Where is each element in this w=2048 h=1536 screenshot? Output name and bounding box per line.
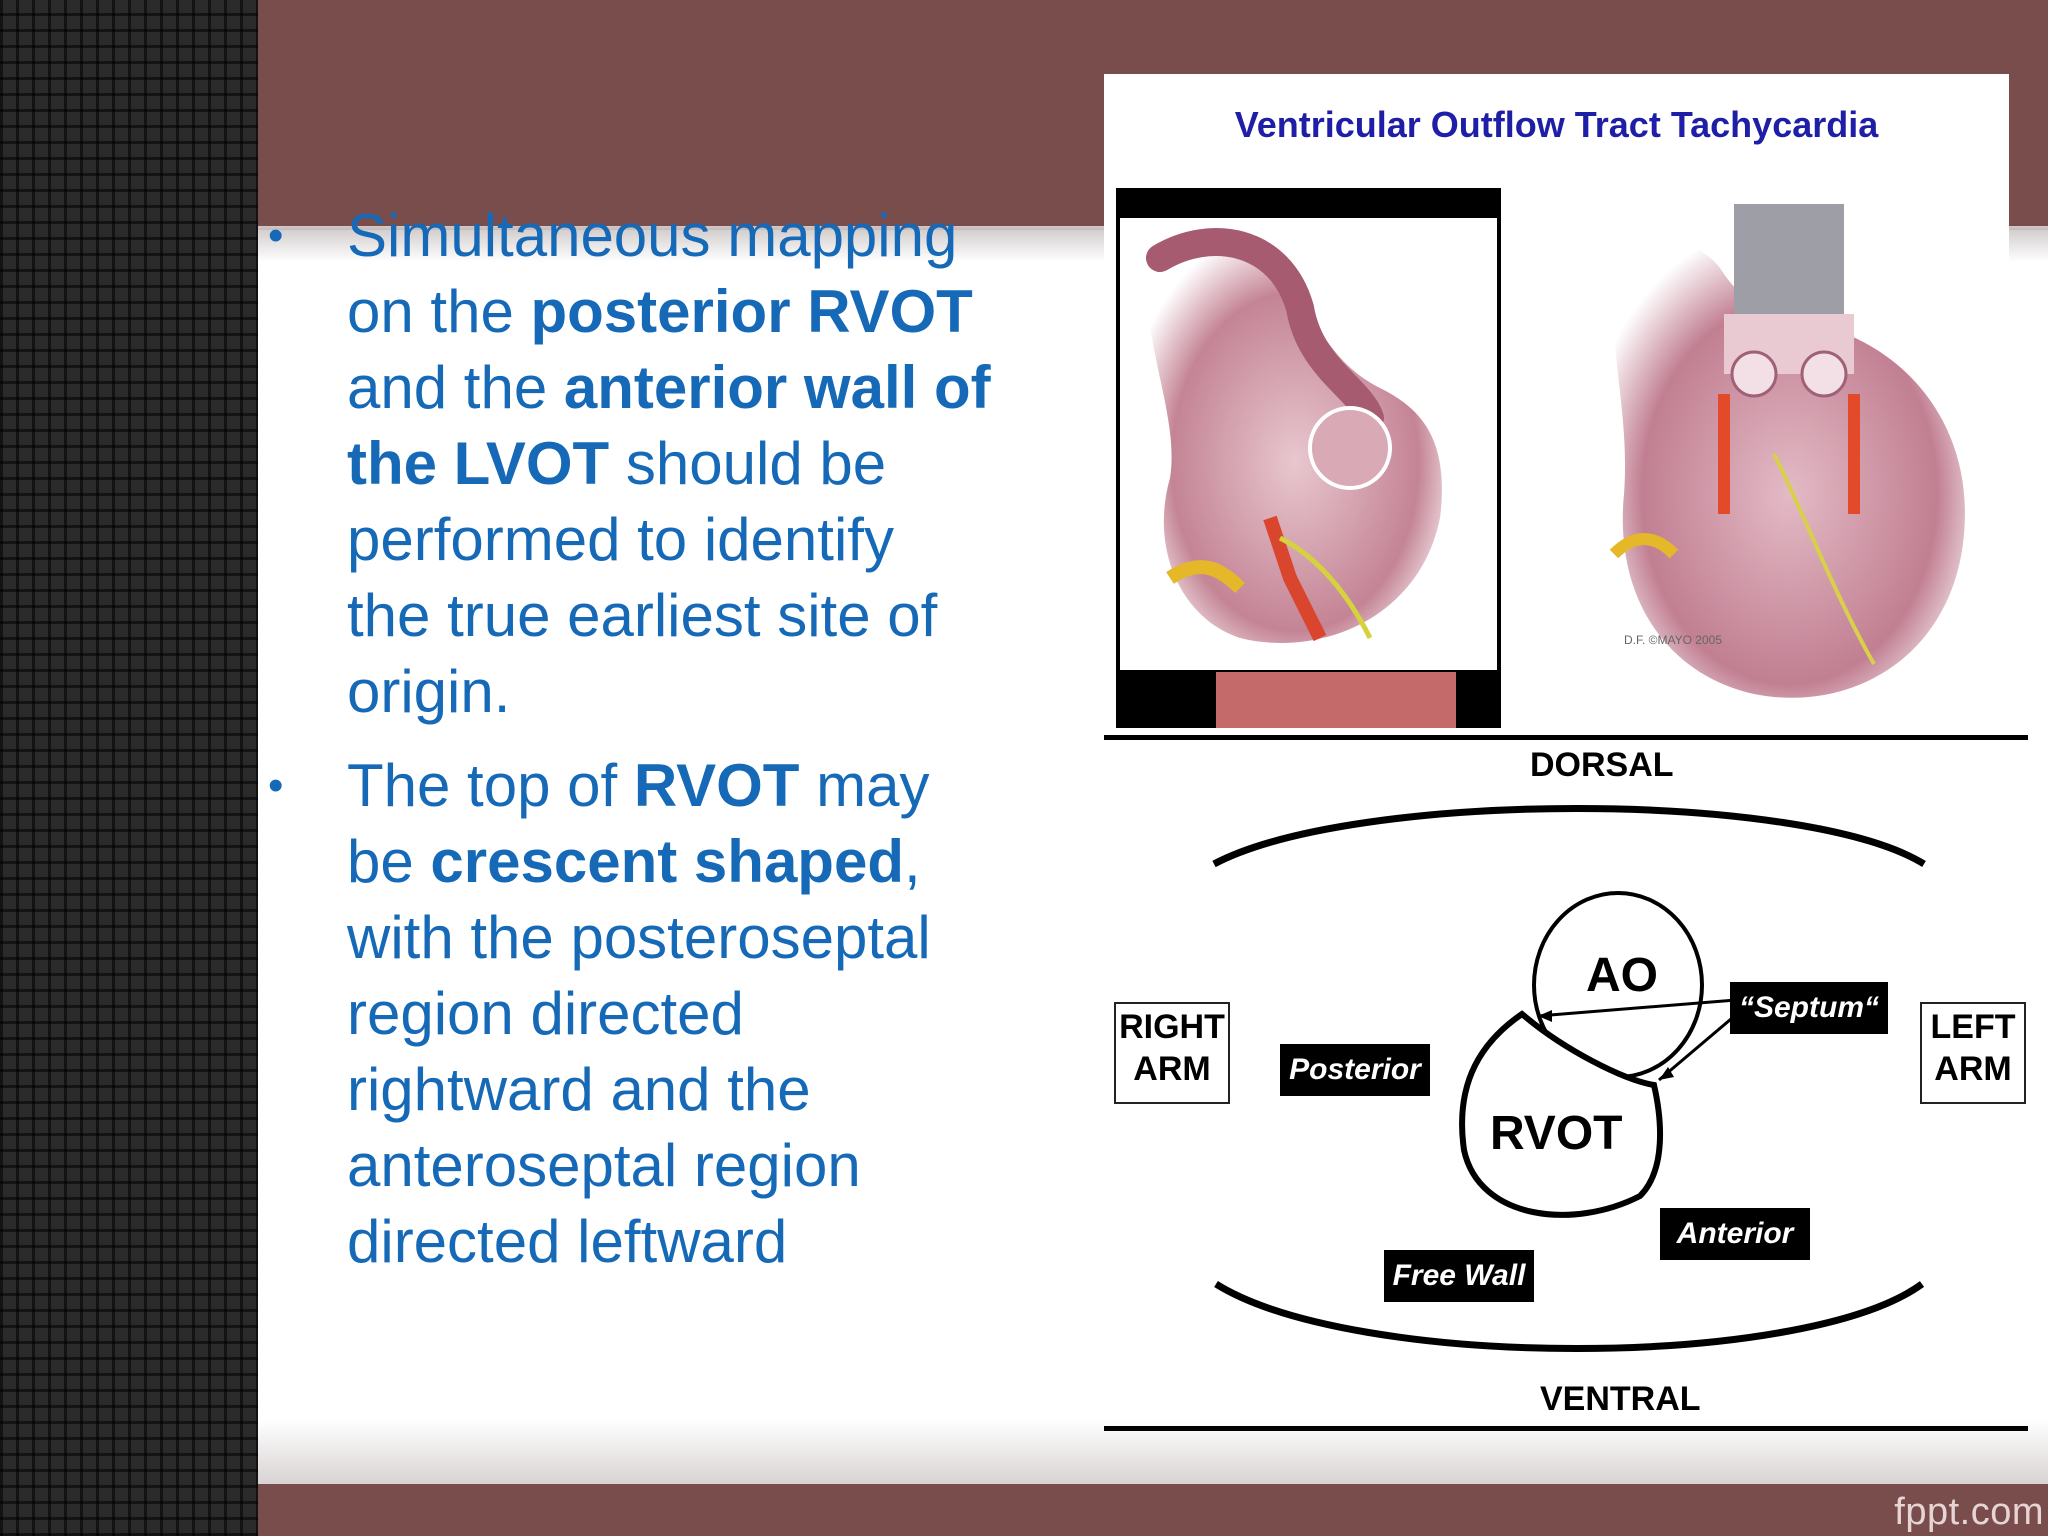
heart-illustration-left (1146, 228, 1442, 643)
dorsal-label: DORSAL (1530, 746, 1674, 784)
bullet-text: Simultaneous mapping on the posterior RV… (347, 202, 991, 725)
heart-image-left-base (1216, 672, 1456, 728)
free-wall-tag: Free Wall (1384, 1250, 1534, 1302)
bullet-marker: • (268, 211, 284, 260)
figure-divider (1104, 735, 2028, 740)
posterior-tag: Posterior (1280, 1044, 1430, 1096)
bold-run: anterior wall of the LVOT (347, 354, 991, 497)
septum-tag: “Septum“ (1730, 982, 1888, 1034)
bullet-text: The top of RVOT may be crescent shaped, … (347, 752, 931, 1275)
diagram-lines (1212, 805, 1926, 1352)
heart-illustration-right (1609, 204, 1965, 698)
bullet-item: • The top of RVOT may be crescent shaped… (268, 748, 1098, 1280)
anterior-tag: Anterior (1660, 1208, 1810, 1260)
image-credit: D.F. ©MAYO 2005 (1624, 633, 1722, 647)
bold-run: RVOT (633, 752, 800, 819)
text-run: and the (347, 354, 548, 421)
text-run: may be (347, 752, 930, 895)
bullet-marker: • (268, 761, 284, 810)
text-run: The top of (347, 752, 634, 819)
figure-title: Ventricular Outflow Tract Tachycardia (1234, 104, 1879, 145)
diagram-bottom-rule (1104, 1426, 2028, 1431)
bullet-list: • Simultaneous mapping on the posterior … (268, 198, 1098, 1298)
text-run: , with the posteroseptal region directed… (347, 828, 931, 1275)
text-run: should be performed to identify the true… (347, 430, 938, 725)
ventral-label: VENTRAL (1540, 1380, 1701, 1418)
footer-band: fppt.com (258, 1484, 2048, 1536)
right-arm-box: RIGHT ARM (1114, 1002, 1230, 1104)
bullet-item: • Simultaneous mapping on the posterior … (268, 198, 1098, 730)
anatomy-figure: Ventricular Outflow Tract Tachycardia (1104, 74, 2009, 738)
text-run: Simultaneous mapping on the (347, 202, 958, 345)
bold-run: posterior RVOT (530, 278, 973, 345)
heart-image-left (1120, 218, 1497, 670)
rvot-label: RVOT (1490, 1107, 1623, 1160)
left-arm-box: LEFT ARM (1920, 1002, 2026, 1104)
heart-image-left-frame (1116, 188, 1501, 728)
decorative-side-pattern (0, 0, 258, 1536)
footer-brand: fppt.com (1894, 1491, 2044, 1533)
bold-run: crescent shaped (430, 828, 904, 895)
ao-label: AO (1586, 949, 1658, 1002)
